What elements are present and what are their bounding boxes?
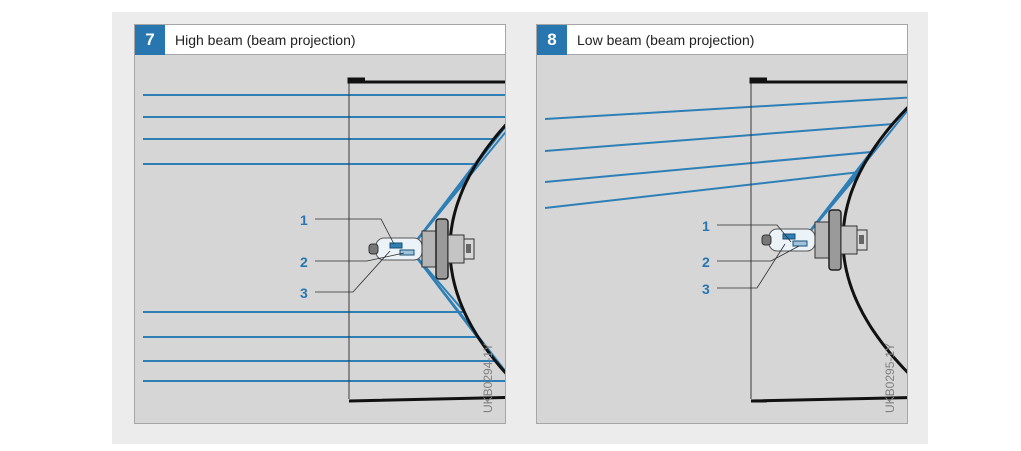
callout-leader-line [315,218,395,245]
callout-1: 1 [300,212,308,228]
callout-leaders [717,224,800,289]
connector-pin [466,244,471,253]
figure-number-badge: 7 [135,25,165,55]
connector-pin [859,235,864,244]
bulb-base-plate [828,209,842,271]
bulb-socket [447,234,465,264]
bulb-tip [761,234,772,246]
figure-code: UKB0295-1Y [883,343,897,413]
bulb-glass [375,237,423,261]
bulb-flange [421,230,437,268]
figure-header: 8 Low beam (beam projection) [537,25,907,55]
callout-leader-line [717,224,792,243]
high-beam-figure: 7 High beam (beam projection) 1 2 3 UKB0… [134,24,506,424]
light-ray [544,96,907,241]
figure-number-badge: 8 [537,25,567,55]
halogen-bulb-icon [761,209,868,271]
low-beam-figure: 8 Low beam (beam projection) 1 2 3 UKB02… [536,24,908,424]
bulb-flange [814,221,830,259]
bulb-socket [840,225,858,255]
callout-2: 2 [702,254,710,270]
figure-header: 7 High beam (beam projection) [135,25,505,55]
callout-leader-line [315,252,405,262]
callout-3: 3 [300,285,308,301]
figure-title: Low beam (beam projection) [577,32,755,48]
light-ray [143,94,505,250]
bulb-tip [368,243,379,255]
callout-leaders [315,218,405,293]
filament-2 [399,249,415,256]
light-rays [544,96,907,241]
callout-leader-line [717,243,786,289]
light-ray [143,248,505,382]
callout-leader-line [717,245,800,262]
filament-2 [792,240,808,247]
callout-3: 3 [702,281,710,297]
figure-title: High beam (beam projection) [175,32,356,48]
callout-leader-line [315,250,391,293]
high-beam-diagram: 1 2 3 UKB0294-1Y [143,77,505,413]
bulb-glass [768,228,816,252]
halogen-bulb-icon [368,218,475,280]
low-beam-diagram: 1 2 3 UKB0295-1Y [544,77,907,413]
callout-1: 1 [702,218,710,234]
callout-2: 2 [300,254,308,270]
figure-code: UKB0294-1Y [481,343,495,413]
bulb-base-plate [435,218,449,280]
filament-1 [389,242,403,249]
